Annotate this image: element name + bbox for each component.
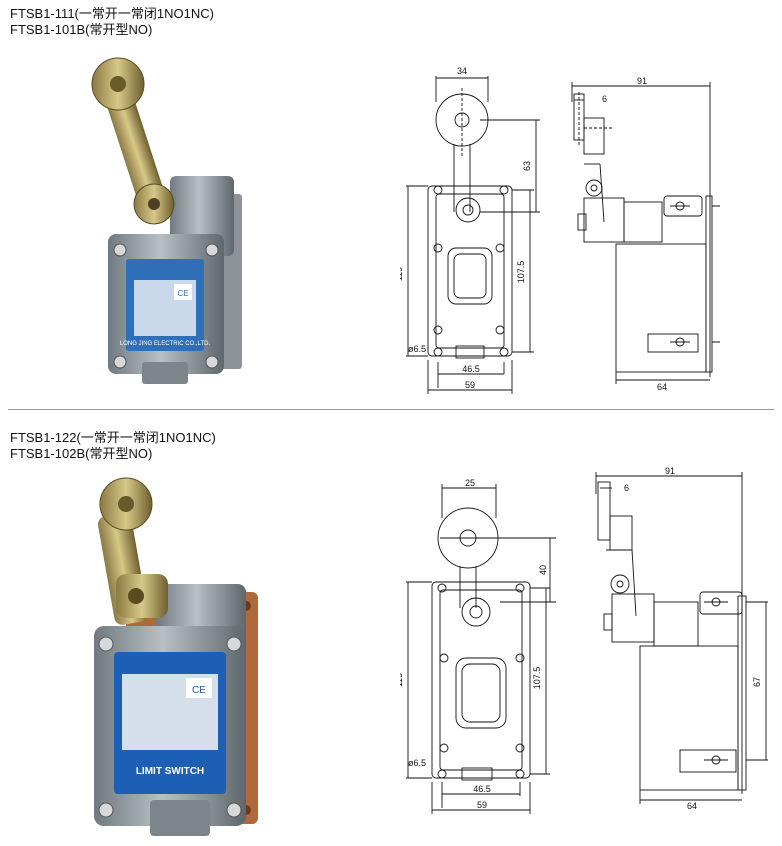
dim-arm-height: 63 xyxy=(522,161,532,171)
dim-total-length: 91 xyxy=(637,76,647,86)
plate-maker-text: LONG JING ELECTRIC CO.,LTD. xyxy=(120,341,211,347)
dim-arm-height: 40 xyxy=(538,565,548,575)
dim-inner-height: 107.5 xyxy=(516,261,526,284)
product-section-1: FTSB1-111(一常开一常闭1NO1NC) FTSB1-101B(常开型NO… xyxy=(0,0,782,408)
dim-width: 59 xyxy=(465,380,475,390)
model-name: FTSB1-102B(常开型NO) xyxy=(10,446,153,461)
dim-mount-height: 67 xyxy=(752,677,762,687)
dim-hole-spacing: 46.5 xyxy=(473,784,491,794)
dim-depth: 64 xyxy=(687,801,697,810)
dim-hole-diameter: ø6.5 xyxy=(408,758,426,768)
dim-depth: 64 xyxy=(657,382,667,390)
product-section-2: FTSB1-122(一常开一常闭1NO1NC) FTSB1-102B(常开型NO… xyxy=(0,412,782,846)
dim-total-length: 91 xyxy=(665,466,675,476)
dim-hole-spacing: 46.5 xyxy=(462,364,480,374)
model-list: FTSB1-111(一常开一常闭1NO1NC) FTSB1-101B(常开型NO… xyxy=(10,6,214,38)
dim-hole-diameter: ø6.5 xyxy=(408,344,426,354)
front-view-drawing: 34 63 119 107.5 ø6.5 46.5 59 xyxy=(400,66,540,394)
side-view-drawing: 91 6 67 64 xyxy=(595,466,768,810)
product-photo: CE LIMIT SWITCH xyxy=(94,477,258,836)
model-name: FTSB1-111(一常开一常闭1NO1NC) xyxy=(10,6,214,21)
model-name: FTSB1-101B(常开型NO) xyxy=(10,22,153,37)
limit-switch-label: LIMIT SWITCH xyxy=(136,766,204,777)
dim-height: 119 xyxy=(400,673,404,687)
dim-inner-height: 107.5 xyxy=(532,667,542,690)
ce-mark: CE xyxy=(177,289,188,298)
dim-roller-width: 25 xyxy=(465,478,475,488)
dim-width: 59 xyxy=(477,800,487,810)
dim-roller-thickness: 6 xyxy=(602,94,607,104)
product-photo: CE LONG JING ELECTRIC CO.,LTD. xyxy=(91,57,242,384)
model-name: FTSB1-122(一常开一常闭1NO1NC) xyxy=(10,430,216,445)
section-divider xyxy=(8,409,774,410)
dim-height: 119 xyxy=(400,267,404,281)
front-view-drawing: 25 40 119 107.5 ø6.5 46.5 59 xyxy=(400,478,556,814)
dim-roller-width: 34 xyxy=(457,66,467,76)
side-view-drawing: 91 6 67 64 xyxy=(571,76,720,390)
model-list: FTSB1-122(一常开一常闭1NO1NC) FTSB1-102B(常开型NO… xyxy=(10,430,216,462)
dim-roller-thickness: 6 xyxy=(624,483,629,493)
ce-mark: CE xyxy=(192,685,206,696)
